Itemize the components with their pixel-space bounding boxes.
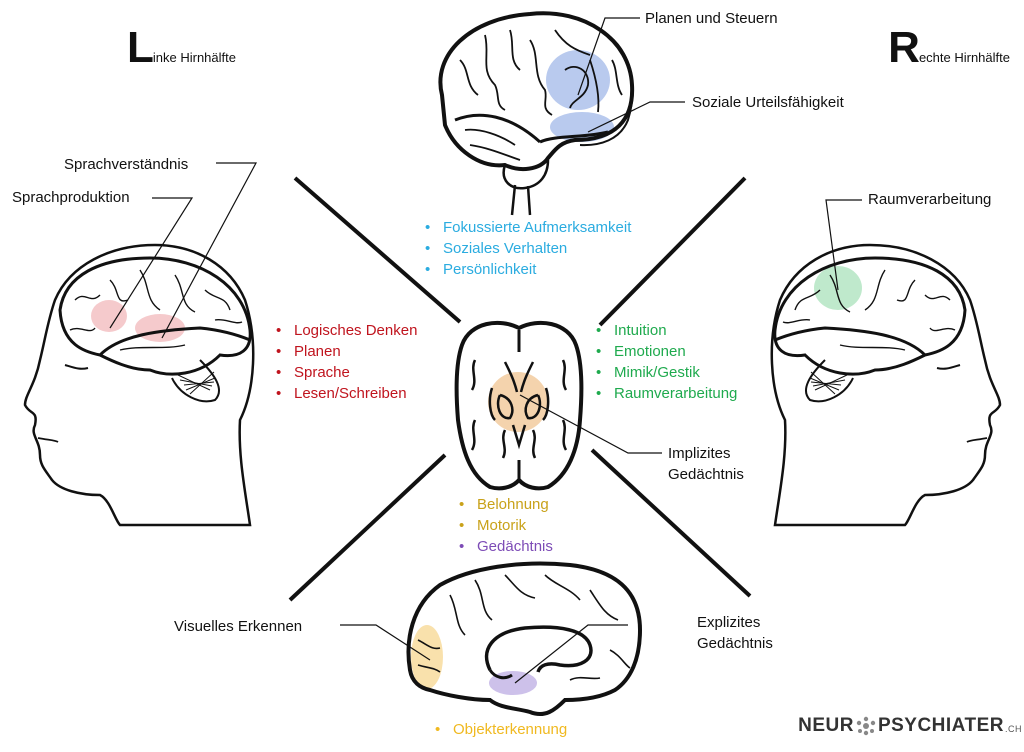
highlight-wernicke [135, 314, 185, 342]
function-item: Mimik/Gestik [594, 362, 737, 383]
label-line: Implizites [668, 445, 731, 462]
left-hemisphere-title: Linke Hirnhälfte [127, 26, 236, 70]
label-soziale-urteilsfaehigkeit: Soziale Urteilsfähigkeit [692, 94, 844, 111]
leader-sprachverstaendnis [161, 162, 258, 339]
left-function-list: Logisches Denken Planen Sprache Lesen/Sc… [274, 320, 417, 404]
label-explizites-gedaechtnis: Explizites Gedächtnis [697, 612, 773, 654]
molecule-icon [856, 716, 876, 736]
separator-lines [288, 176, 752, 602]
bottom-brain-illustration [406, 561, 643, 717]
label-line: Explizites [697, 614, 761, 631]
function-item: Belohnung [457, 494, 553, 515]
cerebellum-lines [177, 371, 216, 395]
logo-tld: .CH [1005, 724, 1022, 734]
separator-top-left [293, 176, 462, 324]
top-leader-lines [577, 17, 685, 133]
label-implizites-gedaechtnis: Implizites Gedächtnis [668, 443, 744, 485]
highlight-broca [91, 300, 127, 332]
center-function-list: Belohnung Motorik Gedächtnis [457, 494, 553, 557]
leader-raumverarbeitung [825, 199, 862, 291]
label-planen-und-steuern: Planen und Steuern [645, 10, 778, 27]
function-item: Fokussierte Aufmerksamkeit [423, 217, 631, 238]
separator-top-right [598, 176, 747, 327]
right-title-rest: echte Hirnhälfte [918, 50, 1010, 65]
leader-sprachproduktion [109, 197, 194, 329]
function-item: Planen [274, 341, 417, 362]
left-title-rest: inke Hirnhälfte [152, 50, 236, 65]
center-leader-lines [519, 394, 662, 454]
leader-visual [340, 624, 431, 661]
highlight-planning [546, 50, 610, 110]
left-title-initial: L [127, 23, 154, 72]
left-leader-lines [109, 162, 258, 339]
top-function-list: Fokussierte Aufmerksamkeit Soziales Verh… [423, 217, 631, 280]
separator-bottom-right [590, 448, 752, 598]
label-sprachverstaendnis: Sprachverständnis [64, 156, 189, 173]
label-sprachproduktion: Sprachproduktion [12, 189, 130, 206]
right-title-initial: R [888, 23, 920, 72]
logo-text-left: NEUR [798, 715, 854, 736]
logo-text-right: PSYCHIATER [877, 715, 1004, 736]
function-item: Logisches Denken [274, 320, 417, 341]
bottom-leader-lines [340, 624, 628, 684]
right-function-list: Intuition Emotionen Mimik/Gestik Raumver… [594, 320, 737, 404]
top-brain-illustration [438, 11, 635, 216]
leader-implizites-gedaechtnis [519, 394, 662, 454]
function-item: Soziales Verhalten [423, 238, 631, 259]
label-line: Gedächtnis [697, 635, 773, 652]
right-leader-lines [825, 199, 862, 291]
separator-bottom-left [288, 453, 447, 602]
function-item: Raumverarbeitung [594, 383, 737, 404]
center-brain-illustration [454, 320, 584, 491]
function-item: Motorik [457, 515, 553, 536]
function-item: Emotionen [594, 341, 737, 362]
right-head-illustration [770, 243, 1002, 527]
left-head-illustration [23, 243, 255, 527]
label-visuelles-erkennen: Visuelles Erkennen [174, 618, 303, 635]
highlight-visual [411, 625, 443, 689]
function-item: Persönlichkeit [423, 259, 631, 280]
leader-planning [577, 17, 640, 96]
leader-explicit-memory [514, 624, 628, 684]
cerebellum-lines [809, 371, 848, 395]
label-line: Gedächtnis [668, 466, 744, 483]
function-item: Lesen/Schreiben [274, 383, 417, 404]
bottom-function-list: Objekterkennung [433, 719, 567, 740]
right-hemisphere-title: Rechte Hirnhälfte [888, 26, 1010, 70]
function-item: Gedächtnis [457, 536, 553, 557]
function-item: Sprache [274, 362, 417, 383]
neuropsychiater-logo: NEUR PSYCHIATER .CH [798, 715, 1022, 737]
function-item: Objekterkennung [433, 719, 567, 740]
label-raumverarbeitung: Raumverarbeitung [868, 191, 992, 208]
leader-social-judgement [587, 101, 685, 133]
function-item: Intuition [594, 320, 737, 341]
